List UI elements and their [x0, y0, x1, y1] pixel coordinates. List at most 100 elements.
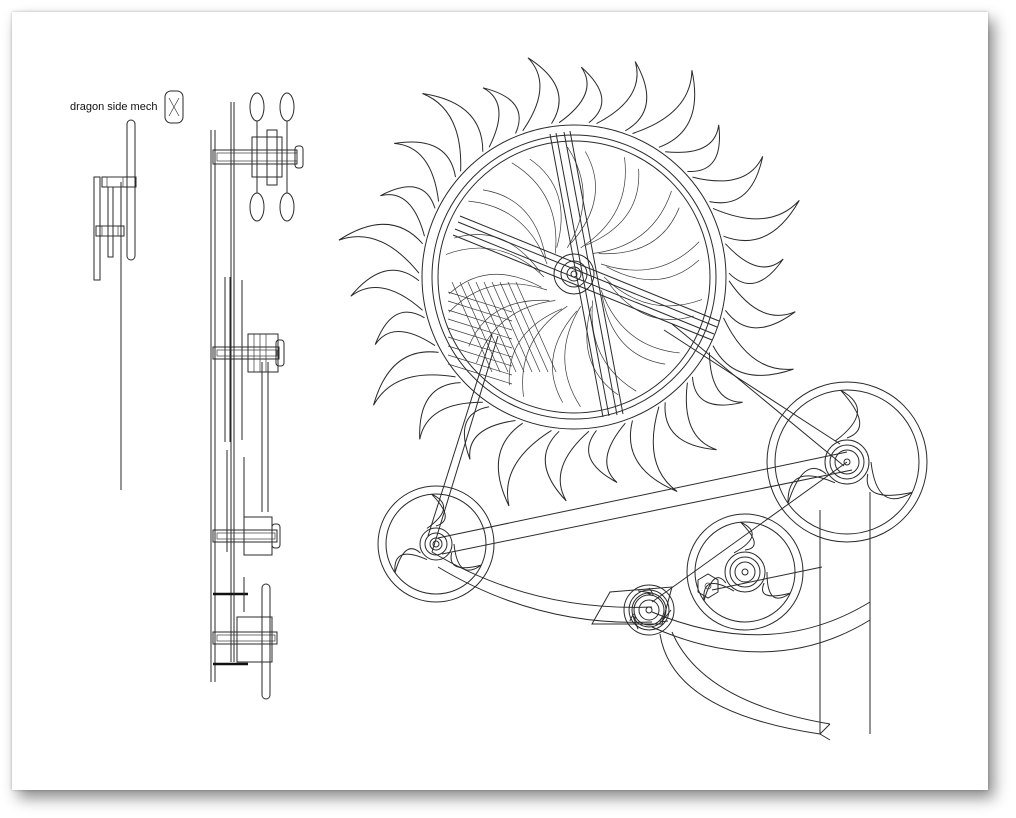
big-wheel [421, 124, 727, 430]
swirl [468, 200, 548, 265]
swirl [482, 189, 547, 259]
flame [692, 352, 743, 406]
label-symbol [164, 90, 184, 124]
pulley-hub [729, 556, 761, 588]
swirl [600, 289, 680, 354]
swirl [603, 276, 703, 307]
pulley-spoke [733, 521, 755, 554]
pulley-rim [766, 381, 928, 543]
pulley-rim [623, 584, 675, 636]
hatch-line [507, 281, 549, 373]
swirl [598, 207, 680, 255]
swirl [600, 241, 700, 271]
swirl [592, 190, 672, 254]
pulley-hub [829, 444, 865, 480]
drawing-label: dragon side mech [70, 101, 157, 113]
hatch-line [447, 309, 513, 331]
flame [588, 422, 626, 483]
flame [664, 382, 717, 451]
swirl [476, 300, 556, 364]
flame [463, 406, 516, 460]
pulley-rim [377, 485, 495, 603]
flame [712, 317, 794, 376]
pulley-hub [741, 568, 749, 576]
flame [350, 269, 423, 311]
pulley-left [377, 485, 495, 603]
swirl [529, 158, 562, 248]
pulley-hub [843, 458, 851, 466]
pulley-hub [429, 537, 443, 551]
hatch-line [447, 327, 513, 349]
pulley-hub [419, 527, 453, 561]
flame [725, 243, 784, 284]
pulley-hub [633, 594, 665, 626]
swirl [448, 273, 542, 295]
flame [373, 351, 456, 406]
hatch-line [447, 336, 513, 358]
swirl [522, 305, 568, 397]
swirl [567, 147, 584, 248]
flame [419, 382, 483, 440]
pulley-rim [686, 513, 804, 631]
pulley-hub [424, 532, 448, 556]
swirl [468, 299, 550, 347]
pulley-hub [724, 551, 766, 593]
hatch-line [447, 354, 513, 376]
pulley-rim-inner [774, 389, 920, 535]
big-wheel-hub [553, 253, 595, 295]
swirl [564, 306, 581, 407]
hatch-line [459, 281, 501, 373]
hatch-line [447, 318, 513, 340]
pulley-hub [734, 561, 756, 583]
hatch-line [483, 281, 525, 373]
tall-side-view [210, 92, 304, 700]
pulley-spoke [866, 461, 913, 500]
flame [394, 141, 456, 202]
pulley-spoke [762, 571, 791, 599]
swirl [511, 162, 557, 254]
linkage [427, 323, 871, 741]
flame-ring [338, 57, 800, 507]
pulley-hub [638, 599, 660, 621]
flame [482, 87, 520, 148]
pulley-spoke [787, 468, 836, 504]
pulley-spoke [834, 389, 861, 442]
pulley-hub [432, 540, 440, 548]
flame [596, 61, 648, 132]
swirl [580, 157, 626, 249]
flame [422, 93, 484, 172]
flame [497, 422, 552, 507]
pulley-middle [686, 513, 804, 631]
flame [632, 70, 696, 148]
hatch-line [499, 281, 541, 373]
gear-stack-top [212, 92, 304, 222]
pulley-spoke [426, 493, 446, 529]
gear-stack-middle [212, 333, 285, 373]
flame [629, 406, 678, 492]
small-side-view [93, 119, 137, 490]
swirl [570, 151, 596, 244]
hatch-line [447, 363, 513, 385]
flame [712, 200, 800, 242]
flame [665, 124, 720, 172]
big-wheel-swirls [445, 147, 703, 407]
swirl [552, 310, 578, 403]
hatch-line [447, 291, 513, 313]
hatch-line [475, 281, 517, 373]
drawing-sheet: dragon side mech [12, 12, 988, 790]
pulley-right [766, 381, 928, 543]
swirl [606, 259, 700, 281]
mechanism-drawing: dragon side mech [70, 57, 928, 741]
swirl [586, 306, 619, 396]
flame [338, 223, 423, 274]
flame [374, 311, 436, 347]
swirl [607, 281, 694, 320]
pulley-hub [628, 589, 670, 631]
flame [558, 66, 603, 124]
pulley-rim-inner [694, 521, 796, 623]
pulley-hub [645, 606, 653, 614]
pulley-rim-inner [385, 493, 487, 595]
hatch-line [467, 281, 509, 373]
flame [544, 430, 590, 502]
gear-bottom [623, 584, 675, 636]
